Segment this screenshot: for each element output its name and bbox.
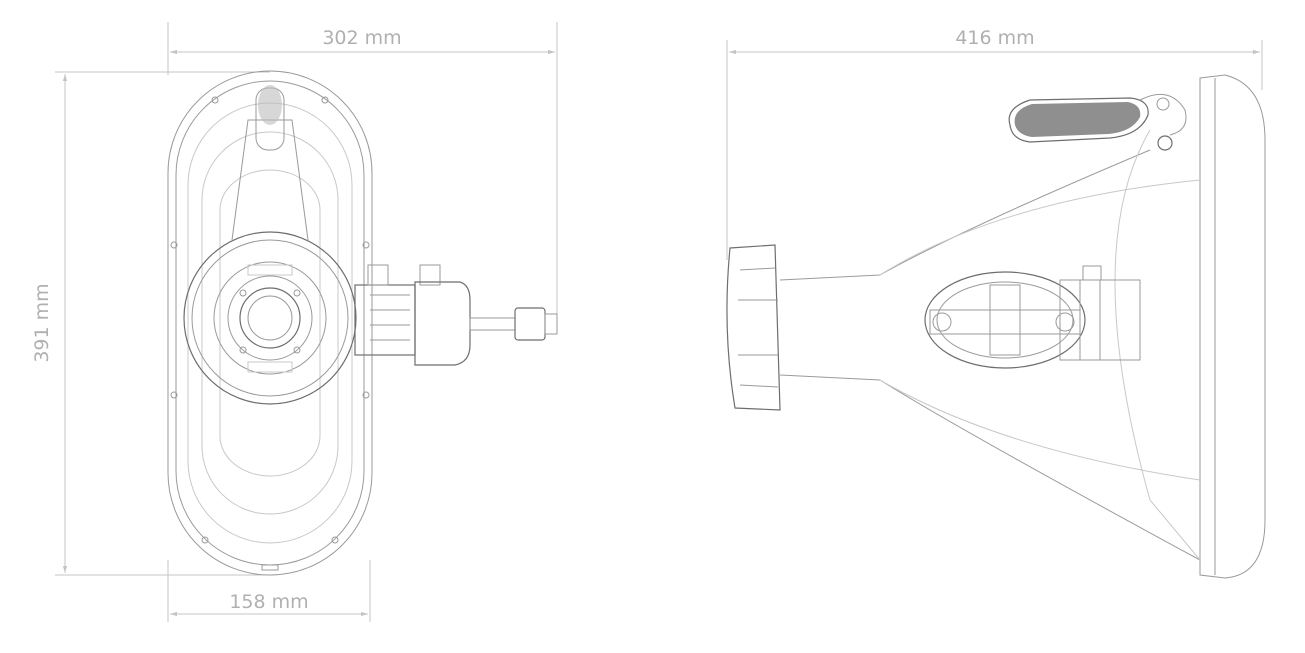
- dimension-158: 158 mm: [167, 560, 371, 622]
- side-view: [726, 74, 1266, 579]
- dimension-302: 302 mm: [167, 22, 558, 320]
- dimension-label-base-width: 158 mm: [229, 591, 308, 613]
- dimension-label-width: 302 mm: [322, 27, 401, 49]
- front-view: [167, 70, 558, 576]
- dimension-391: 391 mm: [31, 71, 270, 576]
- dimension-label-height: 391 mm: [31, 283, 53, 362]
- dimension-416: 416 mm: [726, 27, 1263, 260]
- dimension-label-side-width: 416 mm: [955, 27, 1034, 49]
